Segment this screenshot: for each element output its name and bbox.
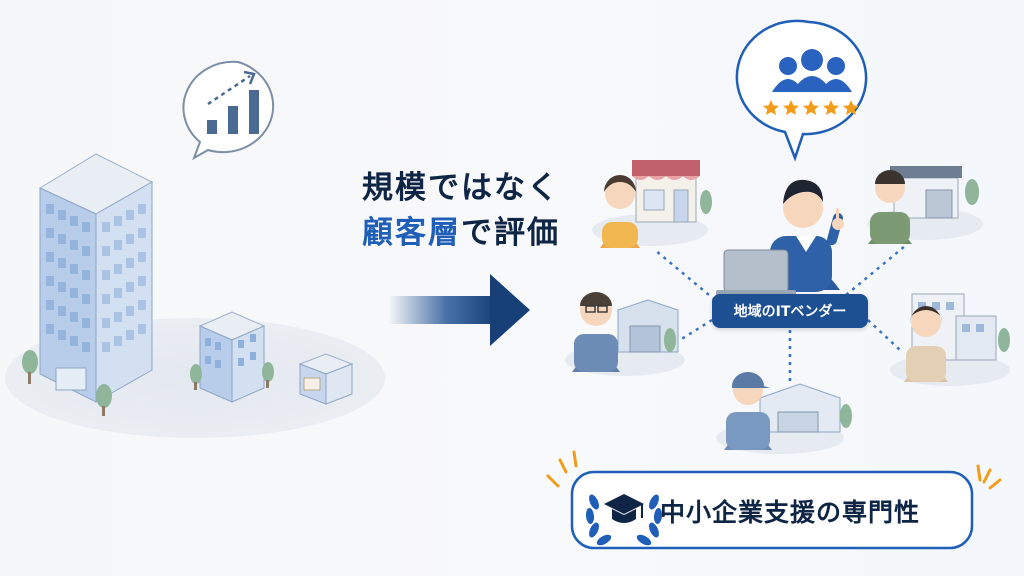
- laurel-icon: [585, 494, 663, 546]
- star-icon: [783, 100, 799, 115]
- headline-rest: で評価: [461, 215, 560, 251]
- headline-line-1: 規模ではなく: [362, 170, 560, 206]
- trees: [22, 350, 274, 416]
- headline: 規模ではなく 顧客層で評価: [362, 166, 572, 256]
- it-vendor-person: [716, 179, 844, 296]
- tall-office-tower: [38, 153, 154, 403]
- vendor-label: 地域のITベンダー: [712, 294, 868, 328]
- headline-accent: 顧客層: [362, 215, 461, 251]
- headline-line-2: 顧客層で評価: [362, 211, 572, 256]
- growth-chart-icon: [207, 70, 259, 134]
- graduation-cap-icon: [604, 494, 644, 523]
- small-shop-building: [298, 353, 354, 405]
- garage-with-owner: [868, 166, 979, 244]
- star-icon: [843, 100, 859, 115]
- warehouse-with-worker: [724, 372, 852, 450]
- vendor-network: [565, 19, 1010, 454]
- office-with-staff: [904, 293, 1010, 382]
- shop-with-owner: [600, 160, 712, 248]
- rating-bubble: [735, 19, 868, 162]
- arrow-right-icon: [388, 274, 530, 346]
- factory-with-worker: [572, 292, 679, 372]
- expertise-badge: [546, 450, 1002, 550]
- rating-stars: [763, 100, 859, 115]
- sparkle-marks-right: [976, 464, 1002, 490]
- sparkle-marks-left: [546, 450, 578, 488]
- connector-lines: [654, 245, 906, 384]
- mid-office-building: [198, 311, 266, 403]
- star-icon: [763, 100, 779, 115]
- star-icon: [823, 100, 839, 115]
- badge-label: 中小企業支援の専門性: [660, 498, 921, 527]
- users-icon: [772, 49, 852, 92]
- growth-bubble: [182, 60, 275, 161]
- large-company-illustration: [5, 60, 385, 438]
- star-icon: [803, 100, 819, 115]
